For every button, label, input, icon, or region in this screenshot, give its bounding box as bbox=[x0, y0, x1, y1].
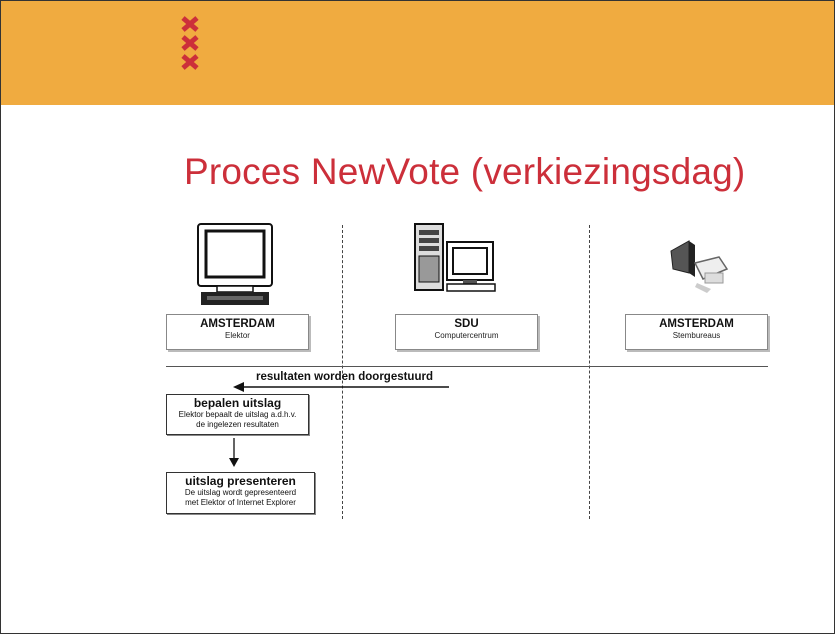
step-line: met Elektor of Internet Explorer bbox=[185, 498, 296, 507]
step-title: bepalen uitslag bbox=[193, 396, 282, 410]
message-label: resultaten worden doorgestuurd bbox=[256, 371, 433, 383]
computer-tower-icon bbox=[414, 223, 496, 292]
voting-machine-icon bbox=[670, 240, 729, 293]
lane-title: AMSTERDAM bbox=[200, 318, 275, 330]
lane-divider bbox=[589, 225, 590, 519]
flow-arrow-down bbox=[229, 438, 239, 467]
step-line: Elektor bepaalt de uitslag a.d.h.v. bbox=[178, 410, 297, 419]
lane-title: SDU bbox=[454, 318, 479, 330]
lane-box-amsterdam-stembureaus: AMSTERDAM Stembureaus bbox=[625, 314, 768, 350]
step-line: De uitslag wordt gepresenteerd bbox=[184, 488, 297, 497]
lane-box-sdu: SDU Computercentrum bbox=[395, 314, 538, 350]
slide-title: Proces NewVote (verkiezingsdag) bbox=[184, 151, 746, 192]
monitor-icon bbox=[197, 223, 273, 305]
step-title: uitslag presenteren bbox=[185, 474, 296, 488]
step-line: de ingelezen resultaten bbox=[196, 420, 279, 429]
message-arrow bbox=[233, 382, 449, 392]
lane-subtitle: Stembureaus bbox=[672, 331, 721, 340]
header-banner bbox=[1, 1, 834, 105]
lane-title: AMSTERDAM bbox=[659, 318, 734, 330]
amsterdam-xxx-icon bbox=[179, 15, 207, 72]
lane-subtitle: Elektor bbox=[225, 331, 250, 340]
lane-divider bbox=[342, 225, 343, 519]
lane-header-separator bbox=[166, 366, 768, 367]
process-step-uitslag-presenteren: uitslag presenteren De uitslag wordt gep… bbox=[166, 472, 315, 514]
lane-subtitle: Computercentrum bbox=[434, 331, 499, 340]
lane-box-amsterdam-elektor: AMSTERDAM Elektor bbox=[166, 314, 309, 350]
process-step-bepalen-uitslag: bepalen uitslag Elektor bepaalt de uitsl… bbox=[166, 394, 309, 435]
